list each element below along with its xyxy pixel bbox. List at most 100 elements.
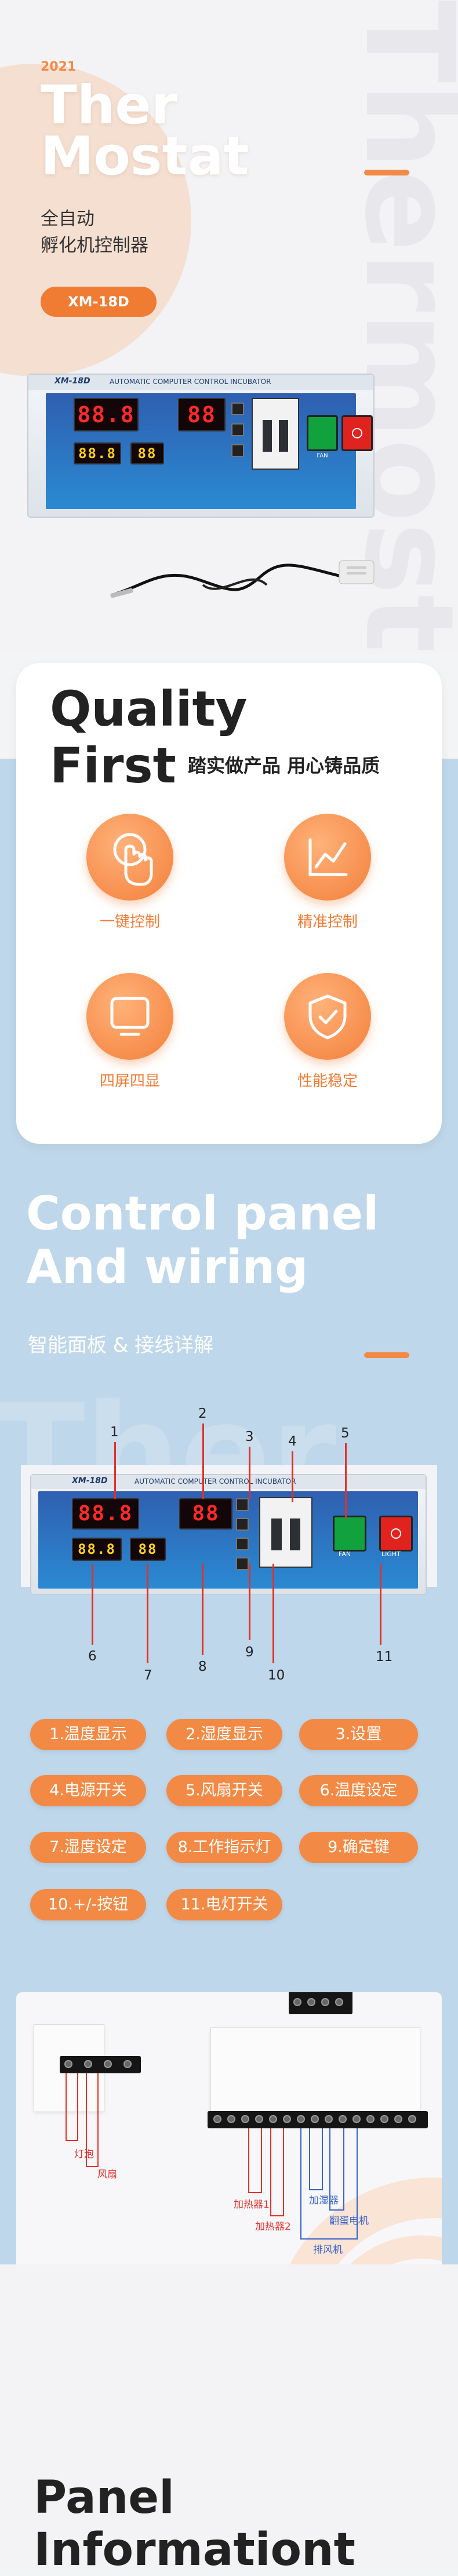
callout-line: [292, 1451, 293, 1502]
minus-button[interactable]: [236, 1538, 249, 1550]
callout-number: 9: [245, 1645, 254, 1660]
panel-info-title-line2: Informationt: [34, 2524, 355, 2576]
quality-title: Quality First: [50, 680, 247, 794]
set-button[interactable]: [236, 1498, 249, 1511]
callout-line: [249, 1564, 250, 1640]
hero-year: 2021: [41, 60, 77, 74]
callout-number: 10: [268, 1668, 285, 1683]
legend-tag: 3.设置: [299, 1719, 418, 1750]
light-switch-icon: [391, 1528, 401, 1539]
control-title-line1: Control panel: [26, 1187, 379, 1241]
panel-info-title: Panel Informationt: [34, 2472, 355, 2576]
wiring-label-heater2: 加热器2: [255, 2221, 291, 2233]
fan-switch-label: FAN: [317, 452, 328, 459]
light-switch-icon: [352, 428, 362, 438]
callout-line: [380, 1564, 381, 1645]
light-switch[interactable]: [379, 1516, 413, 1552]
callout-line: [345, 1443, 347, 1518]
fan-wire: [86, 2073, 99, 2167]
feature-one-touch: 一键控制: [54, 814, 205, 931]
control-title: Control panel And wiring: [26, 1187, 379, 1294]
sensor-probe-image: [110, 560, 375, 598]
fan-label: FAN: [339, 1550, 351, 1558]
callout-number: 5: [341, 1426, 350, 1441]
callout-number: 4: [288, 1434, 297, 1449]
controller-device-image: XM-18D AUTOMATIC COMPUTER CONTROL INCUBA…: [27, 374, 375, 518]
legend-tag: 2.湿度显示: [166, 1719, 282, 1750]
feature-label: 精准控制: [297, 913, 358, 931]
callout-number: 6: [88, 1649, 97, 1664]
wiring-label-bulb: 灯泡: [74, 2149, 94, 2160]
legend-tag: 1.温度显示: [30, 1719, 146, 1750]
legend-tag: 4.电源开关: [30, 1775, 146, 1806]
callout-line: [202, 1564, 203, 1655]
fan-switch[interactable]: [333, 1516, 366, 1552]
model-badge[interactable]: XM-18D: [41, 287, 157, 317]
hero-subtitle-line2: 孵化机控制器: [41, 235, 148, 256]
device-banner: XM-18D AUTOMATIC COMPUTER CONTROL INCUBA…: [28, 375, 373, 390]
shield-check-icon: [308, 994, 347, 1040]
hero-accent-dash: [364, 170, 409, 175]
panel-info-section: [0, 2264, 458, 2568]
exhaust-fan-wire: [300, 2128, 358, 2240]
callout-line: [272, 1564, 274, 1663]
heater2-wire: [270, 2128, 284, 2216]
set-humidity-display: 88: [130, 1538, 166, 1561]
quality-slogan: 踏实做产品 用心铸品质: [188, 755, 380, 777]
hero-title-line2: Mostat: [41, 125, 249, 187]
humidifier-wire: [309, 2128, 323, 2190]
callout-line: [249, 1447, 250, 1499]
main-wiring-box: [210, 2027, 420, 2121]
monitor-icon: [110, 997, 150, 1036]
set-temp-display: 88.8: [72, 1538, 122, 1561]
device-banner-text: AUTOMATIC COMPUTER CONTROL INCUBATOR: [110, 378, 271, 386]
legend-tag: 5.风扇开关: [166, 1775, 282, 1806]
set-button[interactable]: [231, 402, 244, 415]
annotated-controller-image: XM-18D AUTOMATIC COMPUTER CONTROL INCUBA…: [30, 1474, 427, 1595]
plus-button[interactable]: [231, 423, 244, 436]
minus-button[interactable]: [231, 444, 244, 457]
light-label: LIGHT: [381, 1550, 401, 1558]
callout-number: 2: [198, 1406, 207, 1421]
quality-title-line2: First: [50, 737, 176, 794]
main-terminal-block: [208, 2111, 428, 2128]
wiring-label-heater1: 加热器1: [234, 2199, 270, 2211]
power-breaker[interactable]: [252, 398, 299, 470]
callout-line: [147, 1564, 148, 1663]
feature-stable: 性能稳定: [252, 973, 403, 1091]
feature-label: 性能稳定: [297, 1073, 358, 1090]
plus-button[interactable]: [236, 1518, 249, 1531]
device-banner: XM-18D AUTOMATIC COMPUTER CONTROL INCUBA…: [31, 1475, 426, 1489]
hero-subtitle-line1: 全自动: [41, 208, 94, 229]
callout-number: 3: [245, 1429, 254, 1444]
hero-title: Ther Mostat: [41, 74, 249, 187]
wiring-label-exhaust-fan: 排风机: [313, 2244, 343, 2256]
wiring-label-turner-motor: 翻蛋电机: [329, 2215, 369, 2227]
quality-card: Quality First 踏实做产品 用心铸品质 一键控制 精准控制 四: [16, 663, 442, 1144]
light-switch[interactable]: [341, 415, 373, 451]
legend-tag: 6.温度设定: [299, 1775, 418, 1806]
set-humidity-display: 88: [130, 442, 164, 464]
control-title-line2: And wiring: [26, 1240, 308, 1294]
feature-four-screens: 四屏四显: [54, 973, 205, 1091]
legend-tag: 8.工作指示灯: [166, 1832, 282, 1863]
legend-tag: 10.+/-按钮: [30, 1889, 146, 1920]
trend-chart-icon: [308, 838, 348, 876]
hero-section: Thermostat 2021 Ther Mostat 全自动 孵化机控制器 X…: [0, 0, 458, 654]
hero-title-line1: Ther: [41, 74, 178, 136]
device-brand: XM-18D: [54, 376, 90, 386]
callout-line: [114, 1442, 116, 1499]
power-breaker[interactable]: [259, 1497, 312, 1568]
hero-subtitle: 全自动 孵化机控制器: [41, 206, 148, 259]
feature-label: 一键控制: [99, 913, 160, 931]
fan-switch[interactable]: FAN: [307, 415, 338, 459]
feature-label: 四屏四显: [99, 1073, 160, 1090]
hero-bg-word: Thermostat: [338, 0, 458, 654]
control-subtitle: 智能面板 & 接线详解: [28, 1334, 214, 1357]
callout-number: 7: [144, 1668, 152, 1683]
top-terminal-block: [289, 1992, 352, 2014]
feature-precise: 精准控制: [252, 814, 403, 931]
confirm-button[interactable]: [236, 1557, 249, 1570]
callout-number: 1: [110, 1425, 119, 1440]
light-fan-terminal-block: [60, 2056, 141, 2073]
